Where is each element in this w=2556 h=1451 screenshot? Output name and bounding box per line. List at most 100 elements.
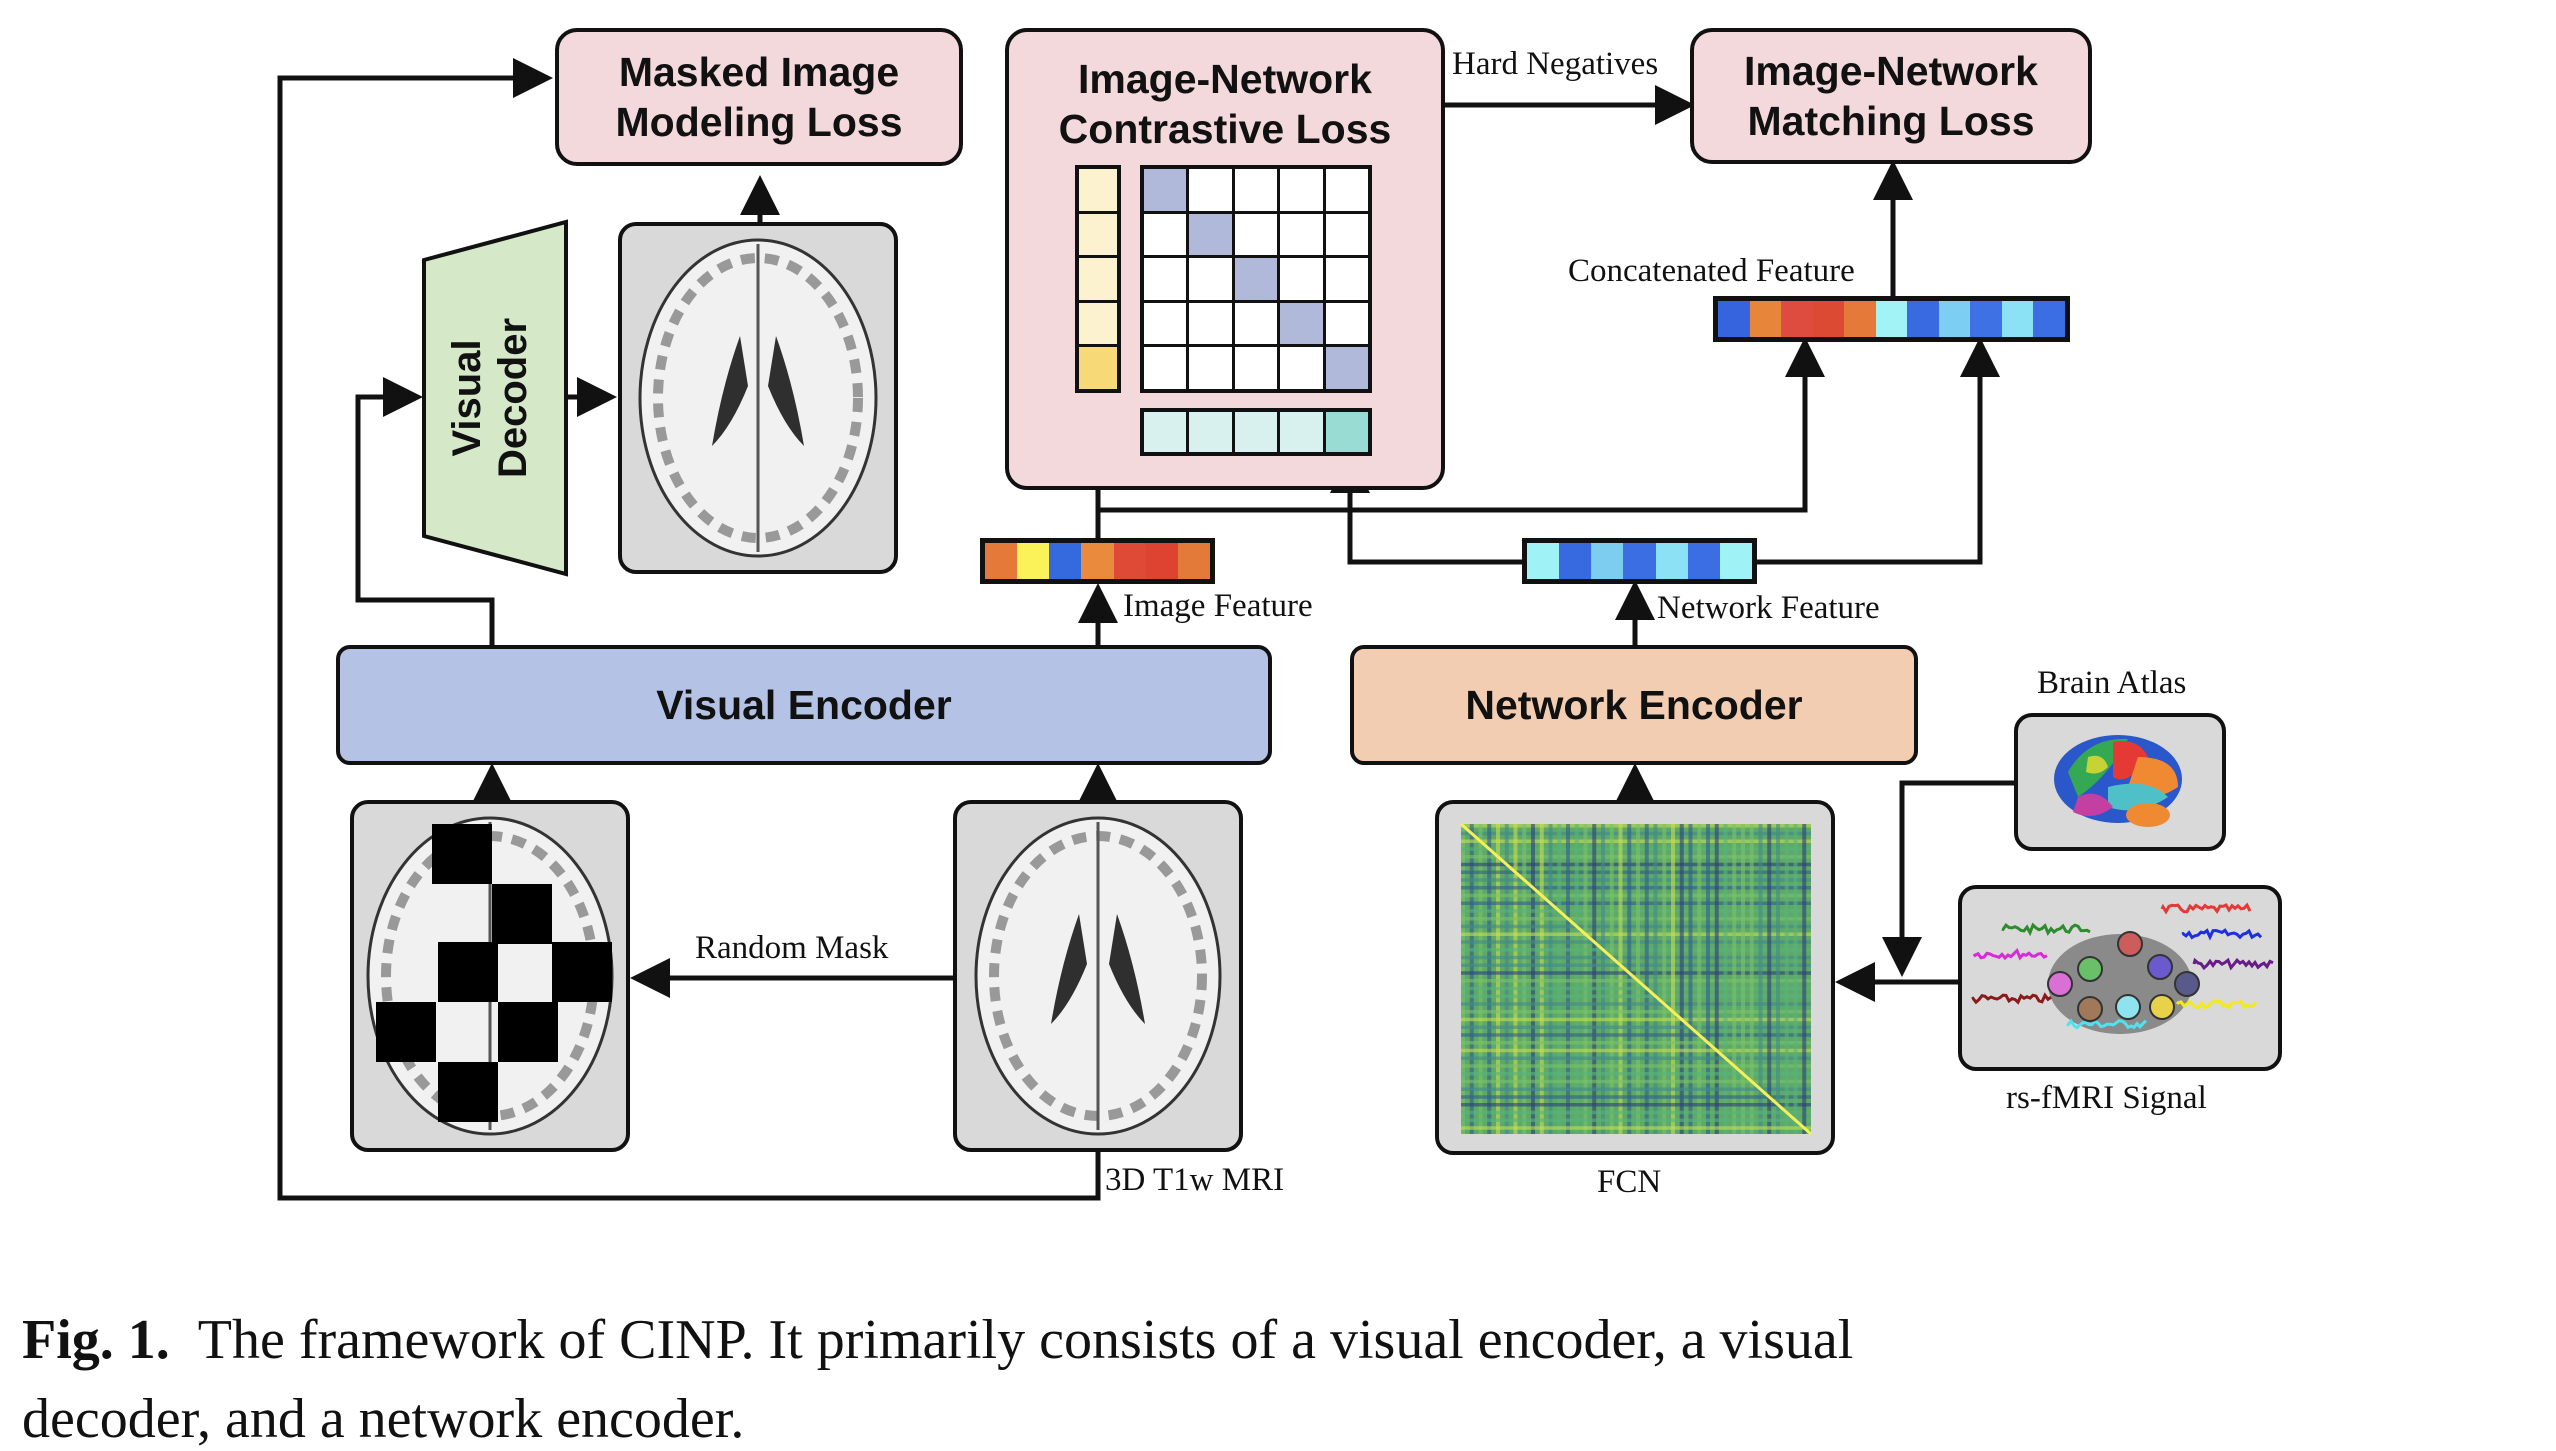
feature-cell xyxy=(985,543,1018,579)
image-feature-to-concat-arrow xyxy=(1098,337,1825,513)
feature-cell xyxy=(1113,543,1146,579)
similarity-cell xyxy=(1280,169,1323,211)
similarity-cell xyxy=(1144,258,1187,300)
fcn-label: FCN xyxy=(1597,1164,1662,1200)
feature-cell xyxy=(1970,301,2002,337)
masked-image-modeling-loss: Masked Image Modeling Loss xyxy=(555,28,963,166)
network-embedding-cell-positive xyxy=(1325,412,1369,452)
similarity-cell xyxy=(1144,302,1187,345)
contrastive-loss-line2: Contrastive Loss xyxy=(1058,106,1392,152)
t1w-mri-label: 3D T1w MRI xyxy=(1105,1162,1285,1198)
feature-cell xyxy=(2033,301,2066,337)
network-feature-bar xyxy=(1522,538,1757,584)
feature-cell xyxy=(1718,301,1750,337)
image-embedding-cell xyxy=(1079,302,1117,348)
feature-cell xyxy=(1145,543,1178,579)
feature-cell xyxy=(1081,543,1114,579)
feature-cell xyxy=(1049,543,1082,579)
feature-cell xyxy=(1907,301,1939,337)
contrastive-loss-line1: Image-Network xyxy=(1078,56,1372,102)
image-embedding-cell xyxy=(1079,258,1117,303)
atlas-to-signal-arrow xyxy=(1882,780,2018,977)
network-embedding-row xyxy=(1140,408,1372,456)
brain-mri-image xyxy=(974,816,1222,1136)
visual-decoder-line2: Decoder xyxy=(491,318,535,478)
similarity-cell xyxy=(1144,213,1187,256)
similarity-cell xyxy=(1189,258,1232,300)
rs-fmri-label: rs-fMRI Signal xyxy=(2006,1080,2207,1116)
feature-cell xyxy=(1177,543,1210,579)
brain-mri-image xyxy=(638,238,878,558)
similarity-cell xyxy=(1234,213,1278,256)
similarity-cell-positive xyxy=(1189,213,1232,256)
similarity-cell xyxy=(1189,347,1232,389)
feature-cell xyxy=(1655,543,1688,579)
feature-cell xyxy=(1591,543,1624,579)
similarity-cell xyxy=(1325,213,1368,256)
brain-atlas-image xyxy=(2054,735,2182,827)
image-embedding-cell xyxy=(1079,169,1117,214)
caption-text-1: The framework of CINP. It primarily cons… xyxy=(197,1309,1854,1371)
figure-caption-line1: Fig. 1. The framework of CINP. It primar… xyxy=(22,1308,1853,1372)
feature-cell xyxy=(1719,543,1752,579)
rs-fmri-image xyxy=(1971,902,2274,1034)
similarity-cell xyxy=(1189,302,1232,345)
feature-cell xyxy=(1559,543,1592,579)
feature-cell xyxy=(1687,543,1720,579)
concatenated-feature-bar xyxy=(1713,296,2070,342)
visual-decoder: Visual Decoder xyxy=(422,219,568,577)
encoder-to-decoder-arrow xyxy=(355,377,495,645)
feature-cell xyxy=(1844,301,1876,337)
image-embedding-column xyxy=(1075,165,1121,393)
masked-mri-panel xyxy=(350,800,630,1152)
mask-patches xyxy=(376,824,612,1122)
fcn-matrix-image xyxy=(1460,822,1812,1136)
feature-cell xyxy=(1812,301,1845,337)
visual-decoder-line1: Visual xyxy=(445,339,489,456)
feature-cell xyxy=(1749,301,1782,337)
network-feature-to-contrastive-arrow xyxy=(1330,453,1525,565)
similarity-cell xyxy=(1325,302,1368,345)
random-mask-label: Random Mask xyxy=(695,930,889,966)
image-embedding-cell xyxy=(1079,213,1117,259)
matching-loss-line1: Image-Network xyxy=(1744,48,2038,94)
feature-cell xyxy=(1017,543,1050,579)
original-mri-panel xyxy=(953,800,1243,1152)
network-feature-to-concat-arrow xyxy=(1755,337,2000,565)
rs-fmri-panel xyxy=(1958,885,2282,1071)
network-embedding-cell xyxy=(1144,412,1190,452)
network-feature-label: Network Feature xyxy=(1657,590,1880,626)
brain-atlas-label: Brain Atlas xyxy=(2037,665,2187,701)
feature-cell xyxy=(2001,301,2034,337)
similarity-cell-positive xyxy=(1325,347,1368,389)
similarity-cell-positive xyxy=(1144,169,1187,211)
image-feature-label: Image Feature xyxy=(1123,588,1313,624)
network-embedding-cell xyxy=(1280,412,1326,452)
visual-encoder-label: Visual Encoder xyxy=(656,681,952,728)
similarity-cell xyxy=(1234,302,1278,345)
feature-cell xyxy=(1527,543,1560,579)
feature-cell xyxy=(1938,301,1971,337)
mim-loss-line1: Masked Image xyxy=(618,49,900,95)
image-embedding-cell-positive xyxy=(1079,347,1117,389)
fcn-panel xyxy=(1435,800,1835,1155)
matching-loss-line2: Matching Loss xyxy=(1747,98,2035,144)
network-embedding-cell xyxy=(1189,412,1235,452)
figure-label: Fig. 1. xyxy=(22,1309,170,1371)
feature-cell xyxy=(1781,301,1813,337)
mri-to-mim-arrow xyxy=(277,58,1101,1201)
feature-cell xyxy=(1875,301,1908,337)
matching-loss-box: Image-Network Matching Loss xyxy=(1690,28,2092,164)
similarity-cell xyxy=(1234,347,1278,389)
hard-negatives-label: Hard Negatives xyxy=(1452,46,1659,82)
reconstructed-mri-panel xyxy=(618,222,898,574)
concatenated-feature-label: Concatenated Feature xyxy=(1568,253,1855,289)
feature-cell xyxy=(1623,543,1656,579)
similarity-cell xyxy=(1325,169,1368,211)
similarity-matrix xyxy=(1140,165,1372,393)
image-feature-bar xyxy=(980,538,1215,584)
similarity-cell xyxy=(1189,169,1232,211)
similarity-cell-positive xyxy=(1280,302,1323,345)
mim-loss-line2: Modeling Loss xyxy=(615,99,903,145)
